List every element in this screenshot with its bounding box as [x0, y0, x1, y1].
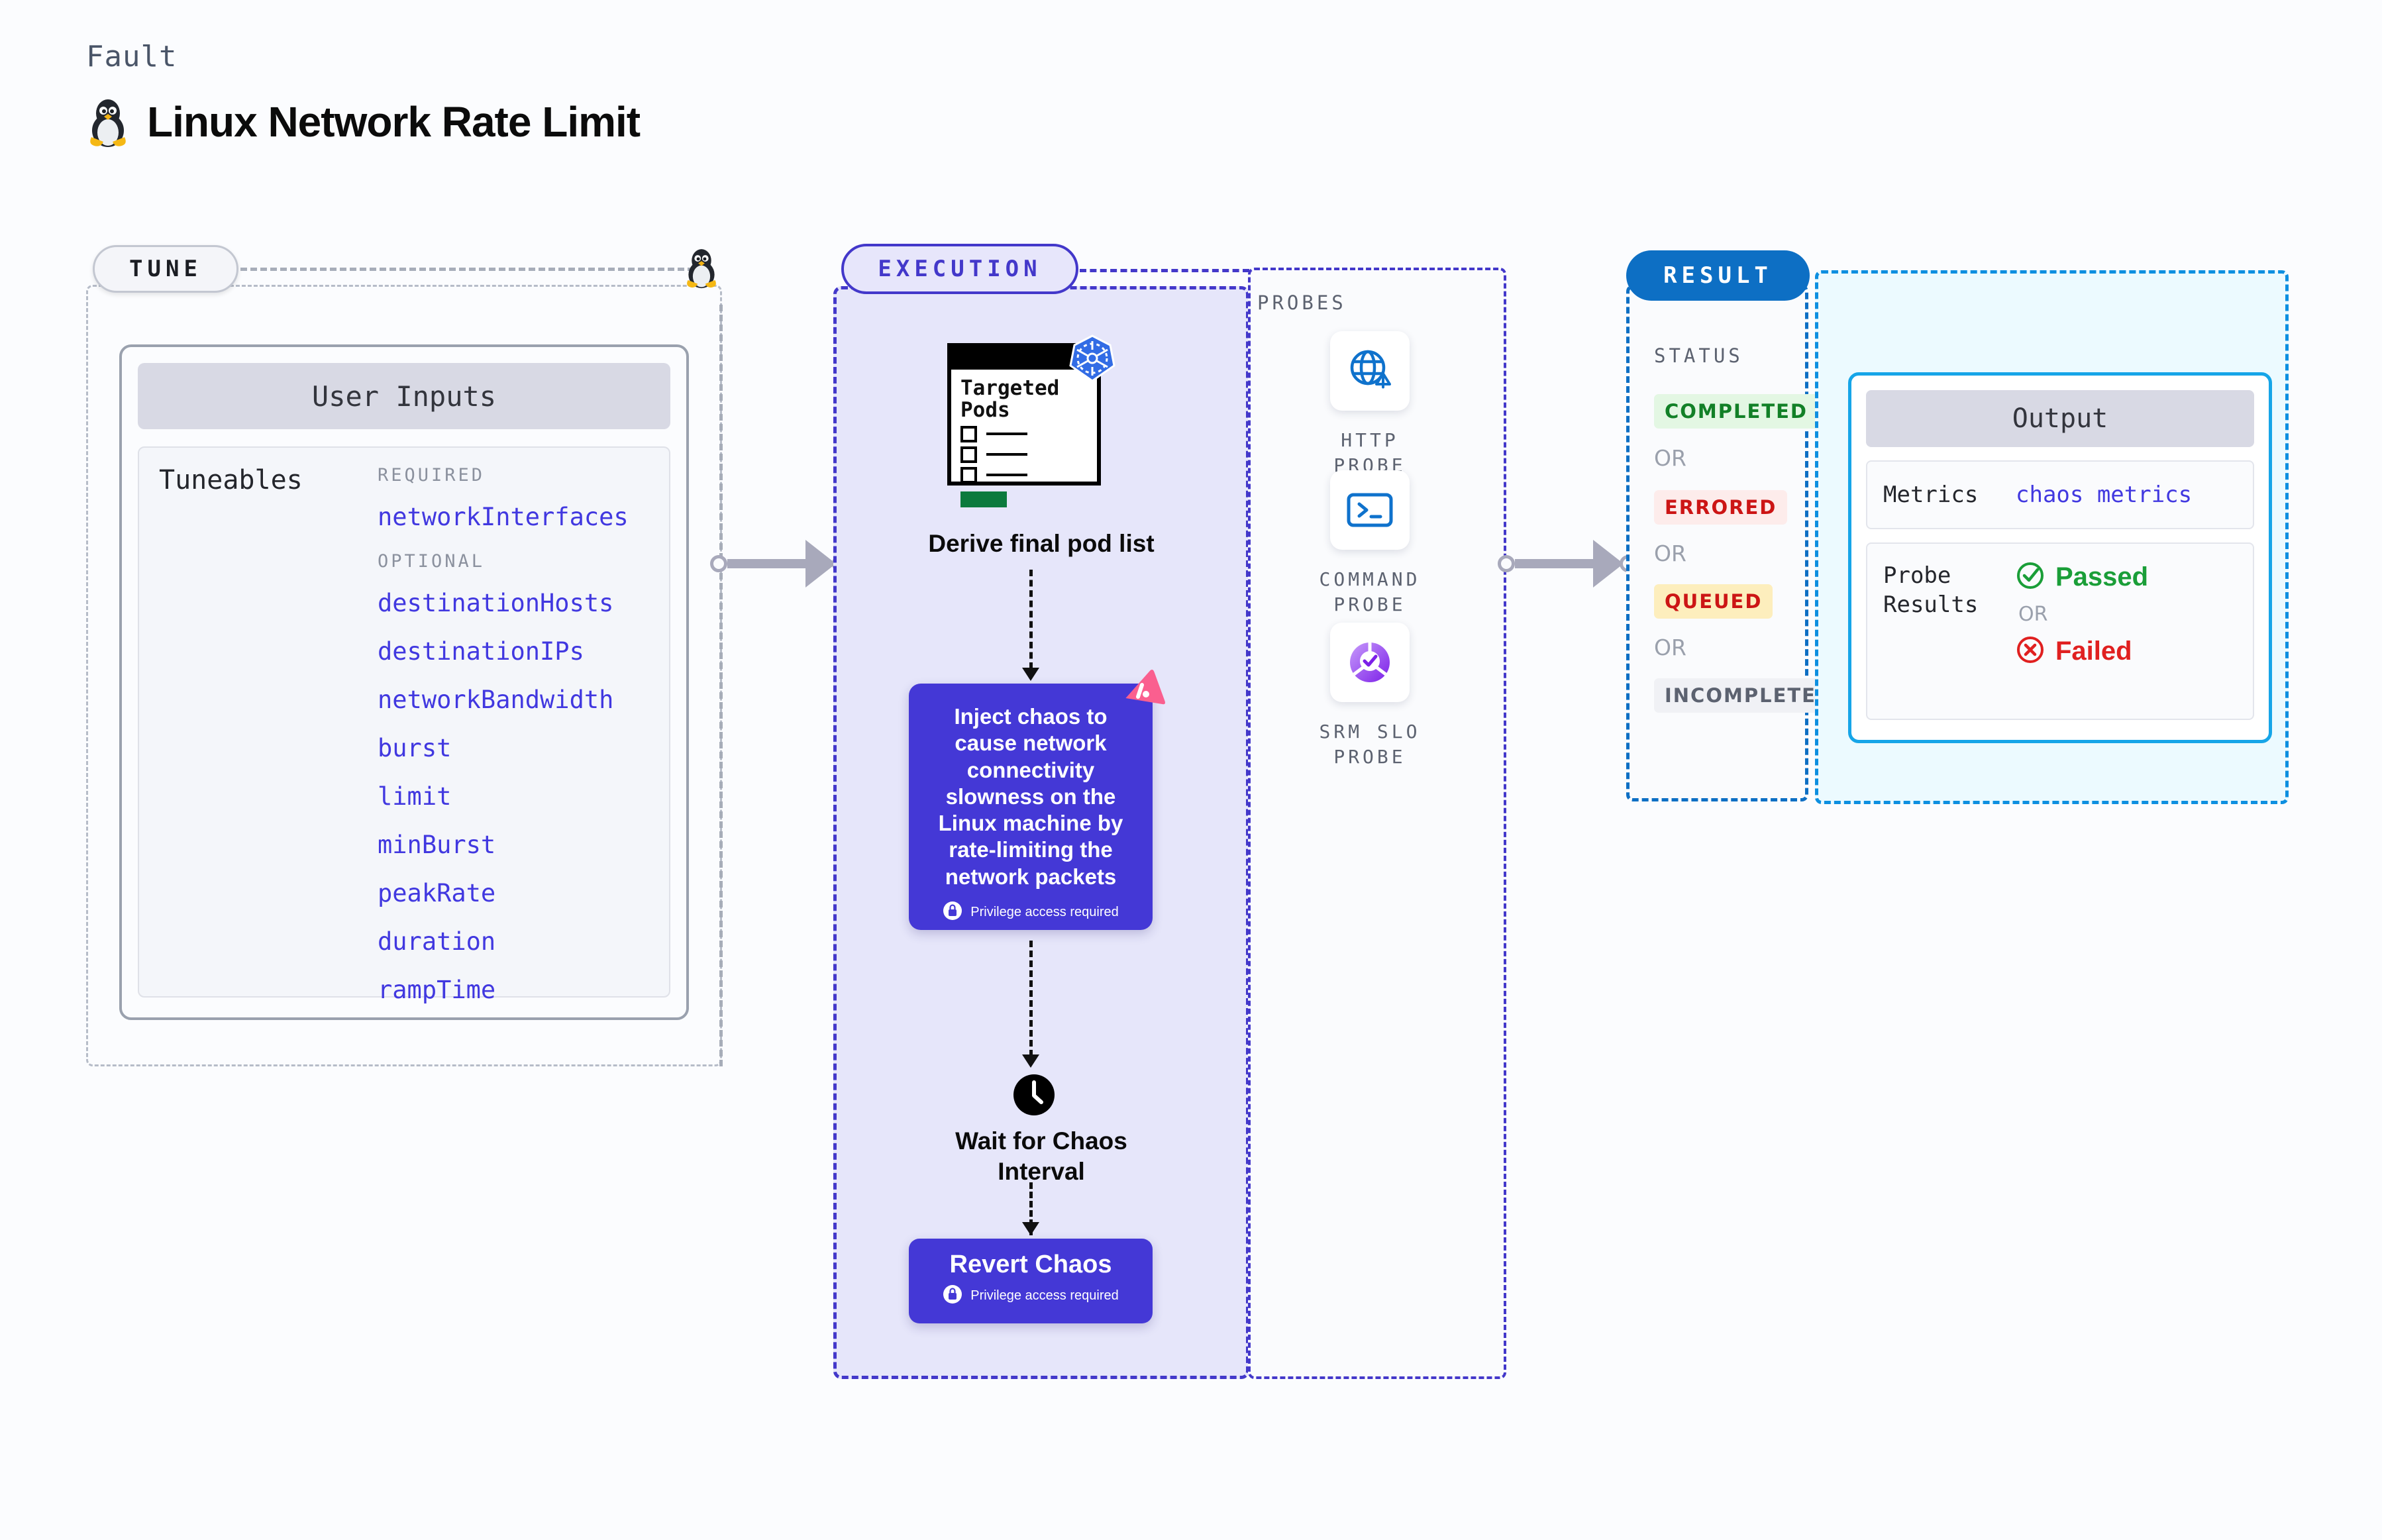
- page-title-row: Linux Network Rate Limit: [86, 96, 641, 148]
- linux-penguin-icon: [86, 96, 130, 148]
- tune-right-dashed-edge: [719, 305, 723, 1066]
- metrics-row: Metrics chaos metrics: [1866, 460, 2254, 529]
- probes-panel: [1248, 268, 1506, 1379]
- probes-label: PROBES: [1257, 291, 1347, 314]
- connector-bar: [1515, 559, 1593, 568]
- inject-chaos-card: Inject chaos to cause network connectivi…: [909, 670, 1165, 930]
- probe-results-values: Passed OR Failed: [2016, 561, 2148, 701]
- connector-dot-left: [1498, 555, 1515, 572]
- page-title: Linux Network Rate Limit: [147, 98, 641, 146]
- slo-donut-check-icon: [1330, 623, 1410, 702]
- pods-progress-bar: [960, 491, 1007, 507]
- lock-icon: [943, 901, 962, 924]
- status-label: STATUS: [1654, 344, 1743, 367]
- user-inputs-header: User Inputs: [138, 363, 670, 429]
- tuneable-peakRate[interactable]: peakRate: [378, 879, 496, 907]
- tune-tag: TUNE: [93, 245, 238, 293]
- output-header: Output: [1866, 390, 2254, 447]
- revert-privilege-text: Privilege access required: [970, 1288, 1119, 1303]
- lock-icon: [943, 1284, 962, 1308]
- clock-icon: [1012, 1073, 1056, 1120]
- inject-privilege-text: Privilege access required: [970, 904, 1119, 919]
- globe-warning-icon: [1330, 331, 1410, 411]
- tuneables-group-required-label: REQUIRED: [378, 465, 486, 486]
- revert-privilege-row: Privilege access required: [909, 1284, 1153, 1308]
- pods-card-title: Targeted Pods: [960, 376, 1060, 423]
- flow-arrow-head-1: [1022, 668, 1039, 681]
- connector-tune-to-execution: [710, 540, 849, 588]
- status-or-2: OR: [1654, 540, 1686, 566]
- tuneable-minBurst[interactable]: minBurst: [378, 831, 496, 859]
- status-or-3: OR: [1654, 635, 1686, 660]
- tuneable-networkInterfaces[interactable]: networkInterfaces: [378, 503, 629, 531]
- tuneable-burst[interactable]: burst: [378, 734, 452, 762]
- linux-penguin-icon: [684, 246, 719, 289]
- page-header: Fault Linux Network Rate Limit: [86, 40, 641, 148]
- x-circle-icon: [2016, 635, 2045, 668]
- derive-pod-list-caption: Derive final pod list: [928, 530, 1155, 557]
- probe-http[interactable]: HTTP PROBE: [1304, 331, 1436, 478]
- revert-chaos-title: Revert Chaos: [949, 1251, 1112, 1278]
- status-badge-errored: ERRORED: [1654, 490, 1788, 525]
- connector-dot-left: [710, 555, 727, 572]
- probe-result-passed: Passed: [2016, 561, 2148, 593]
- flow-arrow-line-2: [1029, 941, 1033, 1056]
- flow-arrow-line-1: [1029, 570, 1033, 669]
- metrics-key: Metrics: [1883, 481, 1979, 508]
- tuneables-label: Tuneables: [159, 465, 303, 495]
- tuneable-networkBandwidth[interactable]: networkBandwidth: [378, 686, 614, 714]
- targeted-pods-card: Targeted Pods: [947, 334, 1115, 507]
- tune-connector-dashed-line: [240, 268, 704, 271]
- wait-for-chaos-caption: Wait for Chaos Interval: [955, 1127, 1127, 1186]
- fault-eyebrow-label: Fault: [86, 40, 178, 74]
- tuneable-destinationHosts[interactable]: destinationHosts: [378, 589, 614, 617]
- connector-bar: [727, 559, 805, 568]
- litmus-chaos-icon: [1119, 669, 1168, 719]
- tuneable-destinationIPs[interactable]: destinationIPs: [378, 637, 584, 666]
- probe-result-or: OR: [2018, 603, 2048, 626]
- connector-execution-to-result: [1498, 540, 1637, 588]
- connector-arrowhead: [805, 540, 836, 588]
- failed-label: Failed: [2055, 637, 2132, 666]
- revert-chaos-card: Revert Chaos Privilege access required: [909, 1239, 1153, 1323]
- status-badge-completed: COMPLETED: [1654, 394, 1819, 429]
- flow-arrow-line-3: [1029, 1182, 1033, 1235]
- result-tag: RESULT: [1626, 250, 1810, 301]
- tuneables-box: Tuneables REQUIRED networkInterfaces OPT…: [138, 446, 670, 1004]
- connector-arrowhead: [1593, 540, 1624, 588]
- tuneable-rampTime[interactable]: rampTime: [378, 976, 496, 1004]
- probe-result-failed: Failed: [2016, 635, 2148, 668]
- inject-chaos-text: Inject chaos to cause network connectivi…: [938, 704, 1123, 889]
- terminal-icon: [1330, 470, 1410, 550]
- pod-list-item: [960, 425, 1097, 442]
- flow-arrow-head-3: [1022, 1222, 1039, 1235]
- tuneables-list: REQUIRED networkInterfaces OPTIONAL dest…: [378, 465, 649, 1004]
- tuneable-limit[interactable]: limit: [378, 782, 452, 811]
- passed-label: Passed: [2055, 562, 2149, 591]
- pod-list-item: [960, 466, 1097, 484]
- tuneable-duration[interactable]: duration: [378, 927, 496, 956]
- tuneables-group-optional-label: OPTIONAL: [378, 551, 486, 572]
- kubernetes-icon: [1068, 334, 1117, 386]
- user-inputs-card: User Inputs Tuneables REQUIRED networkIn…: [119, 344, 689, 1020]
- execution-tag: EXECUTION: [841, 244, 1078, 294]
- inject-privilege-row: Privilege access required: [925, 901, 1137, 924]
- status-badge-incompleted: INCOMPLETED: [1654, 678, 1845, 713]
- status-badge-queued: QUEUED: [1654, 584, 1773, 619]
- pod-list-item: [960, 446, 1097, 463]
- flow-arrow-head-2: [1022, 1054, 1039, 1068]
- check-circle-icon: [2016, 561, 2045, 593]
- status-or-1: OR: [1654, 445, 1686, 471]
- metrics-value[interactable]: chaos metrics: [2016, 482, 2193, 508]
- execution-connector-dashed-line: [1080, 269, 1249, 272]
